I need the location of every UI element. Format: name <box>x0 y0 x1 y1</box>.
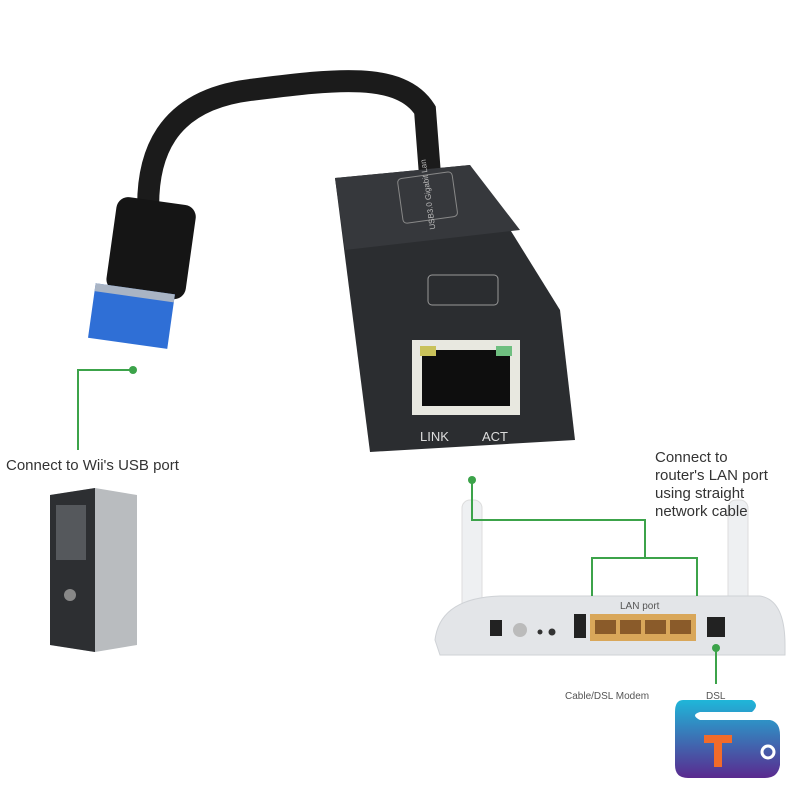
lan-callout-text: Connect to router's LAN port using strai… <box>655 449 768 520</box>
modem-label: Cable/DSL Modem <box>565 691 650 702</box>
callout-lines <box>77 369 717 684</box>
callout-dot <box>468 476 476 484</box>
computer-tower <box>50 488 137 652</box>
brand-logo <box>675 700 780 778</box>
link-label: LINK <box>420 429 449 444</box>
ethernet-adapter <box>335 165 575 452</box>
usb-cable <box>137 70 441 246</box>
callout-dot <box>129 366 137 374</box>
usb-plug <box>88 197 196 349</box>
callout-dot <box>712 644 720 652</box>
router <box>434 499 786 656</box>
act-label: ACT <box>482 429 508 444</box>
usb-callout-text: Connect to Wii's USB port <box>6 457 179 474</box>
lan-port-label: LAN port <box>620 601 660 612</box>
dsl-label: DSL <box>706 691 726 702</box>
